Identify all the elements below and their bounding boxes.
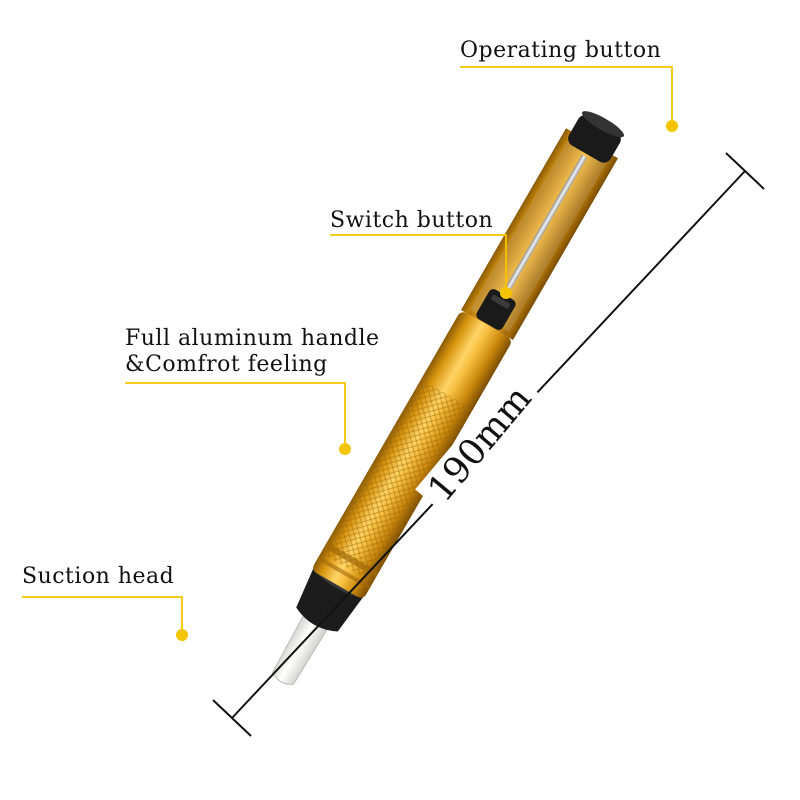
callout-dot-switch [500, 287, 512, 299]
suction-head-label: Suction head [22, 564, 175, 589]
callout-dot-suction [176, 629, 188, 641]
plunger-rod [486, 154, 588, 323]
suction-head-cap [296, 566, 365, 632]
switch-button-label: Switch button [330, 208, 494, 233]
handle-label-line1: Full aluminum handle [125, 326, 380, 351]
switch-button [476, 289, 516, 330]
callout-dot-operating [666, 120, 678, 132]
callout-line-handle [125, 382, 346, 445]
handle-label-line2: &Comfrot feeling [125, 352, 328, 377]
callout-line-switch [330, 234, 507, 290]
callout-lines [22, 66, 673, 632]
callout-line-suction [22, 596, 183, 632]
callout-line-operating [460, 66, 673, 120]
handle-label: Full aluminum handle &Comfrot feeling [125, 326, 380, 378]
desoldering-pump [272, 111, 624, 685]
callout-dots [176, 120, 678, 641]
callout-dot-handle [339, 443, 351, 455]
operating-button-label: Operating button [460, 38, 662, 63]
